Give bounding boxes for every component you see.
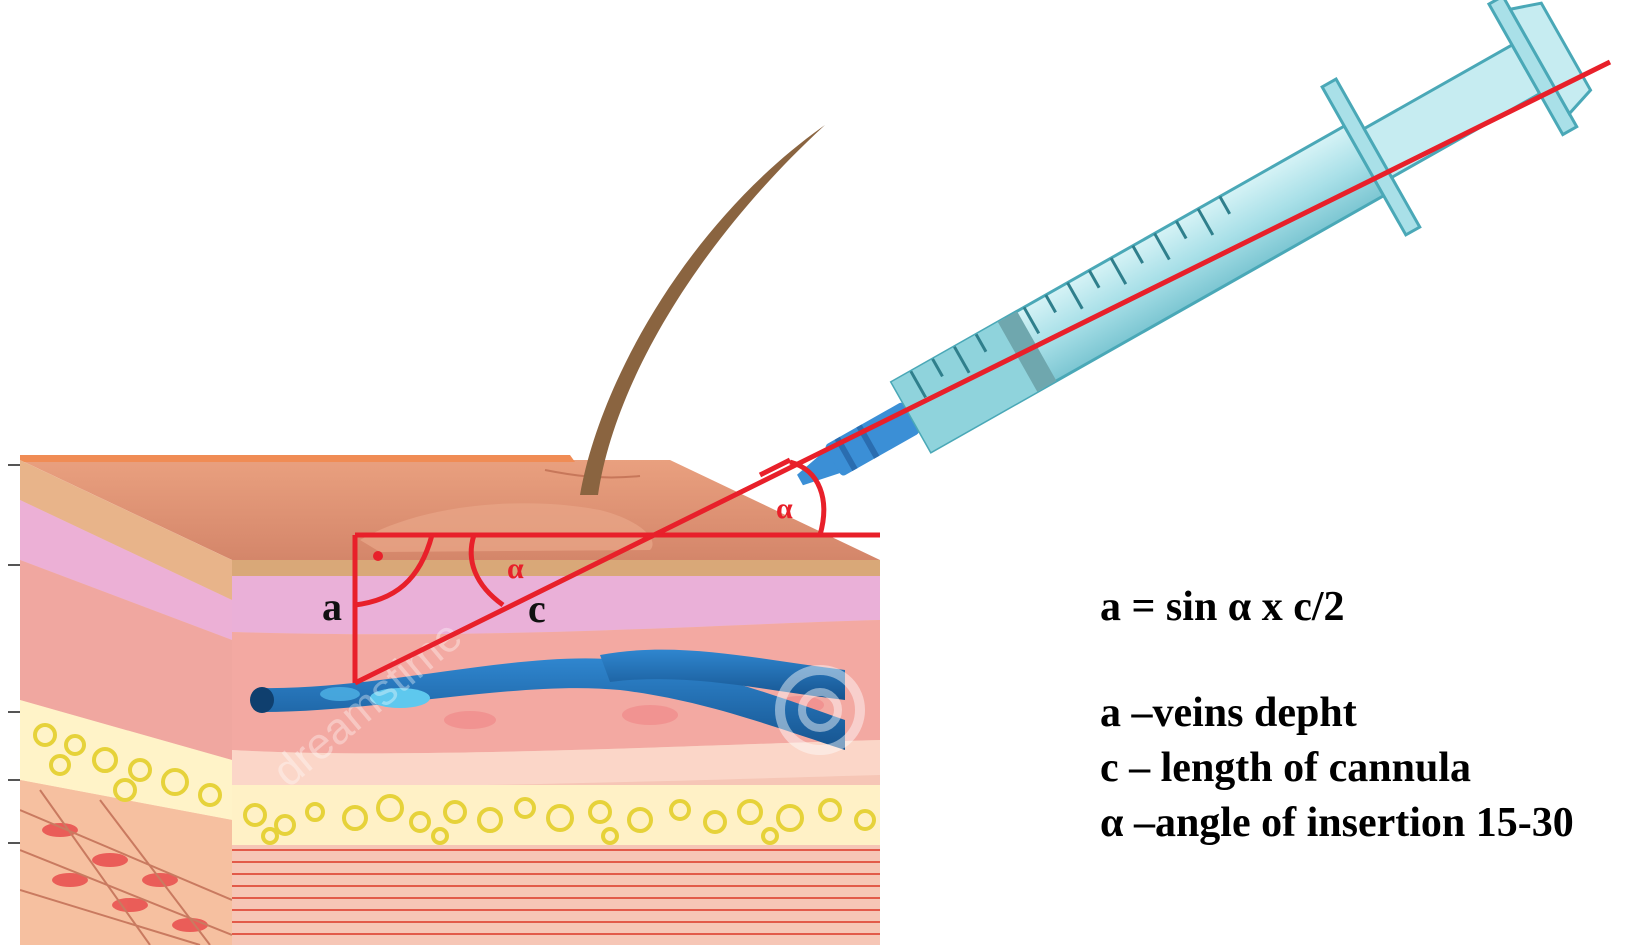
- legend-item-alpha: α –angle of insertion 15-30: [1100, 802, 1574, 844]
- hair: [580, 125, 825, 495]
- legend-item-a: a –veins depht: [1100, 692, 1357, 734]
- skin-block: dreamstime: [8, 455, 880, 945]
- label-alpha-inner: α: [507, 552, 524, 585]
- edge-ticks: [8, 465, 20, 843]
- label-a: a: [322, 584, 342, 629]
- syringe: [758, 0, 1608, 554]
- legend-item-c: c – length of cannula: [1100, 747, 1471, 789]
- label-c: c: [528, 586, 546, 631]
- formula-text: a = sin α x c/2: [1100, 586, 1345, 628]
- right-angle-dot: [373, 551, 383, 561]
- label-alpha-outer: α: [776, 492, 793, 525]
